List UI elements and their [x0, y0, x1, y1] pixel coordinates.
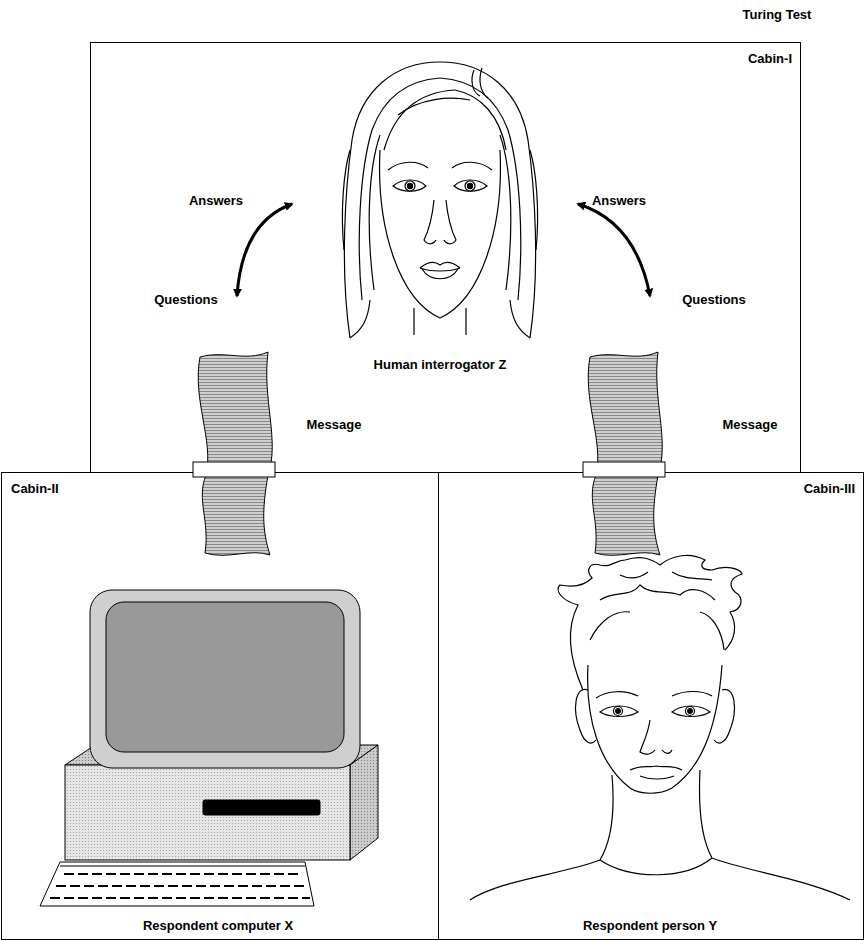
cabin-label: Cabin-II: [11, 481, 59, 496]
qa-arrow: [237, 204, 292, 296]
cabin-box: Cabin-I: [90, 42, 801, 473]
interrogator-drawing: [342, 62, 537, 338]
cabin-label: Cabin-I: [748, 51, 792, 66]
message-label: Message: [307, 417, 362, 432]
flow-label: Answers: [189, 193, 243, 208]
flow-label: Questions: [154, 292, 218, 307]
figure-caption: Respondent computer X: [143, 918, 293, 933]
message-tape: [193, 352, 275, 555]
message-tape: [583, 352, 665, 555]
computer-drawing: [40, 590, 378, 906]
figure-caption: Respondent person Y: [583, 918, 717, 933]
qa-arrow: [578, 204, 650, 296]
person-drawing: [470, 555, 850, 900]
figure-caption: Human interrogator Z: [374, 357, 507, 372]
diagram-title: Turing Test: [743, 7, 812, 22]
flow-label: Questions: [682, 292, 746, 307]
cabin-label: Cabin-III: [804, 481, 855, 496]
message-label: Message: [723, 417, 778, 432]
flow-label: Answers: [592, 193, 646, 208]
